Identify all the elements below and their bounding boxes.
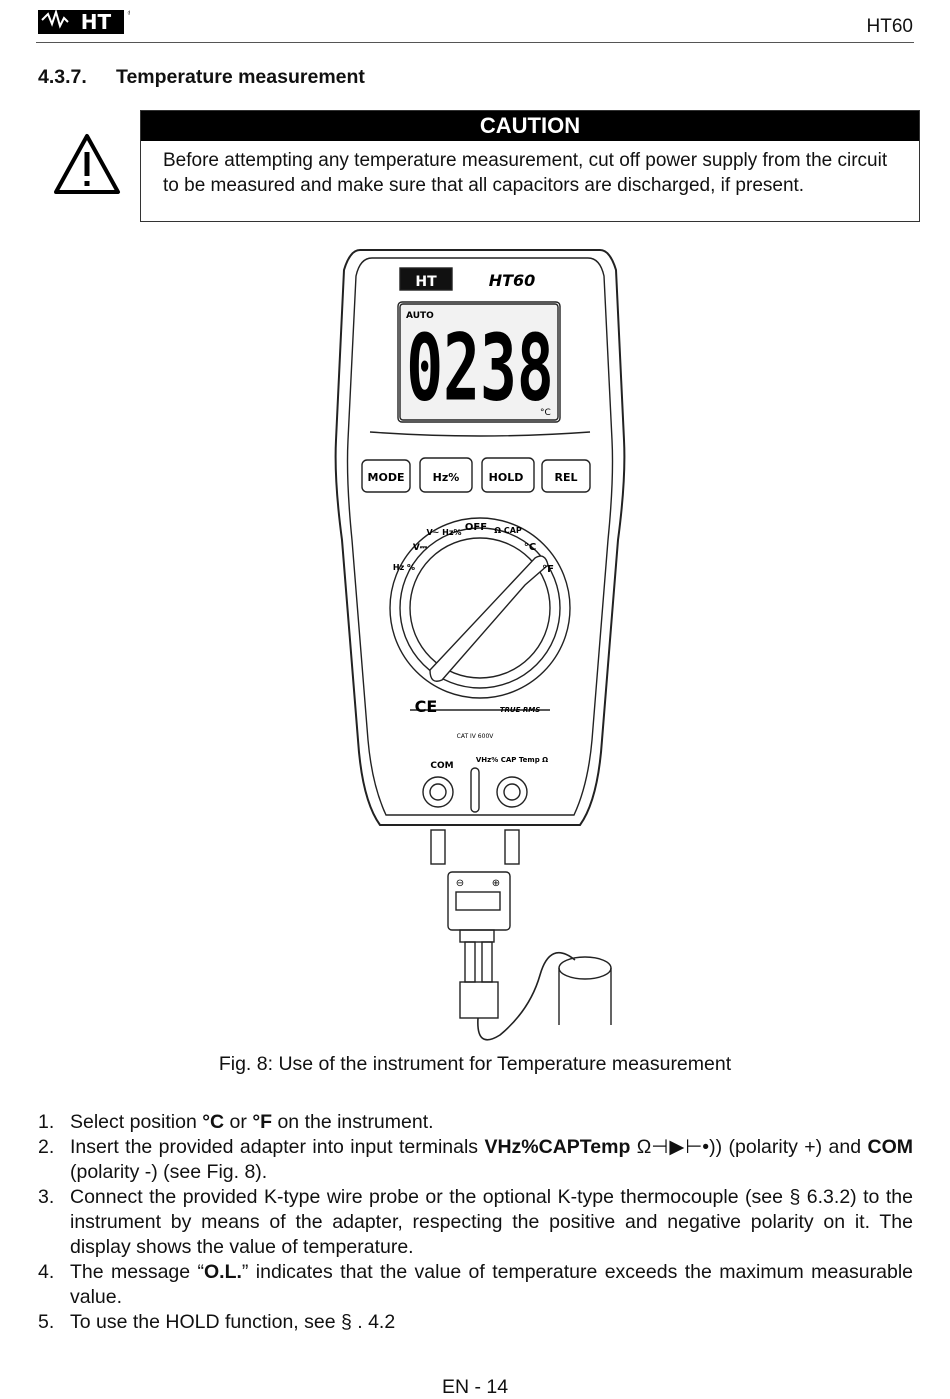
device-button-hz: Hz%	[433, 471, 460, 484]
list-item: 5.To use the HOLD function, see § . 4.2	[38, 1311, 396, 1333]
svg-text:⊕: ⊕	[492, 878, 500, 889]
lcd-reading: 0238	[406, 316, 553, 422]
device-button-hold: HOLD	[489, 471, 524, 484]
multimeter-figure: AUTO 0238 °C HT HT60 MODE Hz% HOLD REL O…	[334, 249, 626, 1041]
section-number: 4.3.7.	[38, 66, 87, 88]
device-cat-rating: CAT IV 600V	[457, 733, 495, 740]
device-button-rel: REL	[555, 471, 578, 484]
list-item: 4.The message “O.L.” indicates that the …	[38, 1261, 913, 1308]
dial-hz: Hz %	[393, 563, 415, 572]
dial-celsius: °C	[524, 542, 536, 553]
ht-logo: HT ®	[38, 8, 130, 34]
lcd-mode: AUTO	[406, 311, 434, 321]
terminal-v-label: VHz% CAP Temp Ω	[476, 756, 548, 764]
device-brand: HT	[415, 274, 437, 290]
device-true-rms: TRUE RMS	[500, 706, 540, 714]
logo-text: HT	[81, 10, 112, 34]
section-title: Temperature measurement	[116, 66, 365, 88]
figure-caption: Fig. 8: Use of the instrument for Temper…	[218, 1053, 732, 1075]
page-number: EN - 14	[441, 1376, 509, 1398]
header-divider	[36, 42, 914, 43]
caution-box: CAUTION Before attempting any temperatur…	[140, 110, 920, 222]
dial-off: OFF	[465, 522, 487, 533]
device-ce-mark: CE	[415, 697, 438, 716]
terminal-com-label: COM	[430, 761, 453, 771]
caution-title: CAUTION	[141, 111, 919, 141]
dial-fahrenheit: °F	[542, 564, 554, 575]
list-item: 2.Insert the provided adapter into input…	[38, 1136, 913, 1183]
list-item: 3.Connect the provided K-type wire probe…	[38, 1186, 913, 1258]
header-model: HT60	[866, 16, 913, 37]
instruction-list: 1.Select position °C or °F on the instru…	[38, 1110, 913, 1335]
device-model: HT60	[489, 271, 536, 290]
section-heading: 4.3.7. Temperature measurement	[38, 66, 365, 89]
dial-vdc: V⎓	[413, 543, 428, 553]
lcd-unit: °C	[540, 408, 551, 418]
dial-vac: V~ Hz%	[426, 528, 461, 537]
dial-ohm-cap: Ω CAP	[494, 526, 522, 535]
svg-text:®: ®	[127, 10, 130, 17]
warning-triangle-icon	[54, 134, 120, 194]
caution-text: Before attempting any temperature measur…	[163, 150, 888, 196]
device-button-mode: MODE	[368, 471, 405, 484]
svg-text:⊖: ⊖	[456, 878, 464, 889]
list-item: 1.Select position °C or °F on the instru…	[38, 1111, 434, 1133]
